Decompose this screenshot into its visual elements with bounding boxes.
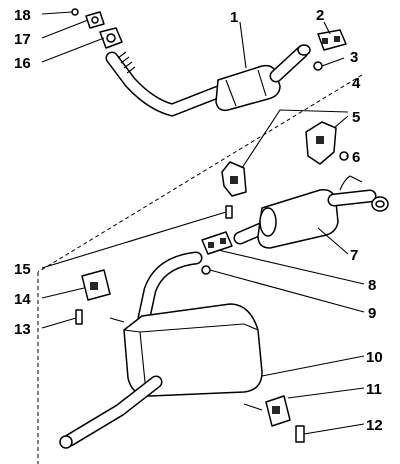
centre-silencer [59, 251, 263, 449]
front-pipe-catalytic-converter [105, 44, 311, 117]
callout-9: 9 [368, 305, 376, 322]
leader-lines [41, 11, 365, 435]
callout-14: 14 [14, 291, 31, 308]
rubber-mount-4 [221, 161, 247, 219]
callout-17: 17 [14, 31, 31, 48]
callout-13: 13 [14, 321, 31, 338]
callout-2: 2 [316, 7, 324, 24]
rear-silencer [233, 175, 389, 249]
clamp-middle [201, 231, 233, 275]
boundary-dashed-top [37, 74, 363, 273]
hanger-bracket-5 [305, 121, 349, 165]
bracket-11 [243, 395, 305, 443]
callout-10: 10 [366, 349, 383, 366]
clamp-upper [313, 29, 347, 71]
callout-3: 3 [350, 49, 358, 66]
callout-1: 1 [230, 9, 238, 26]
callout-4: 4 [352, 75, 361, 92]
callout-8: 8 [368, 277, 376, 294]
callout-12: 12 [366, 417, 383, 434]
bracket-14 [75, 269, 111, 325]
callout-5: 5 [352, 109, 360, 126]
callout-11: 11 [366, 381, 382, 398]
callout-18: 18 [14, 7, 31, 24]
callout-6: 6 [352, 149, 360, 166]
callout-15: 15 [14, 261, 31, 278]
callout-16: 16 [14, 55, 31, 72]
callout-7: 7 [350, 247, 358, 264]
flange-gasket-parts [71, 8, 123, 49]
